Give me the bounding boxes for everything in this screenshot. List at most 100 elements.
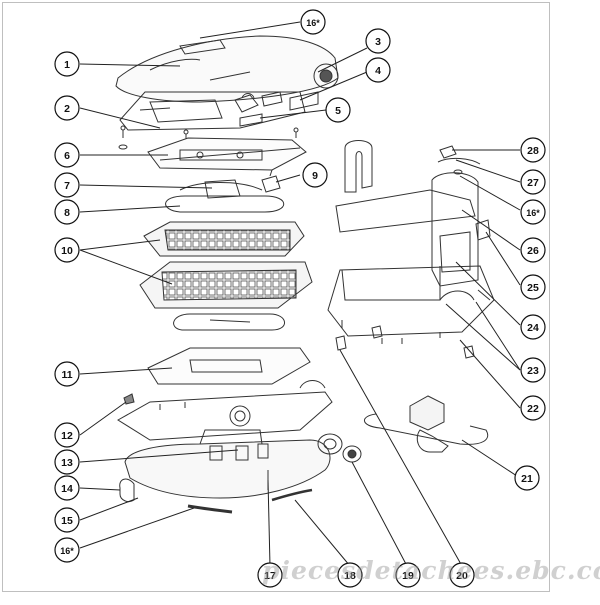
callout-number: 17 bbox=[264, 570, 276, 582]
callout-number: 22 bbox=[527, 403, 539, 415]
callout-circle bbox=[54, 507, 80, 533]
callout-c8: 8 bbox=[54, 199, 80, 225]
callout-c13: 13 bbox=[54, 449, 80, 475]
callout-number: 23 bbox=[527, 365, 539, 377]
lower-plate-part bbox=[147, 347, 311, 385]
callout-number: 26 bbox=[527, 245, 539, 257]
callout-c3: 3 bbox=[365, 28, 391, 54]
callout-number: 6 bbox=[64, 150, 70, 162]
callout-circle bbox=[54, 95, 80, 121]
callout-number: 16* bbox=[526, 208, 540, 218]
callout-c25: 25 bbox=[520, 274, 546, 300]
callout-number: 21 bbox=[521, 473, 533, 485]
callout-circle bbox=[449, 562, 475, 588]
power-cord-part bbox=[364, 395, 489, 453]
callout-circle bbox=[514, 465, 540, 491]
callout-c6: 6 bbox=[54, 142, 80, 168]
seal-strip-part bbox=[187, 504, 233, 514]
watermark-text: piecesdetachees.ebc.com bbox=[262, 556, 600, 585]
callout-circle bbox=[365, 28, 391, 54]
callout-c23: 23 bbox=[520, 357, 546, 383]
callout-number: 8 bbox=[64, 207, 70, 219]
stand-small-parts bbox=[437, 145, 491, 241]
callout-number: 19 bbox=[402, 570, 414, 582]
callout-number: 11 bbox=[61, 369, 72, 381]
callout-number: 7 bbox=[64, 180, 70, 192]
callout-circle bbox=[54, 172, 80, 198]
callout-circle bbox=[520, 274, 546, 300]
lid-hinge-parts bbox=[234, 91, 319, 127]
leader-lines bbox=[79, 21, 521, 567]
callout-number: 1 bbox=[64, 59, 70, 71]
callout-number: 16* bbox=[60, 546, 74, 556]
callout-c2: 2 bbox=[54, 95, 80, 121]
callout-circle bbox=[520, 137, 546, 163]
callout-c26: 26 bbox=[520, 237, 546, 263]
cord-segment-part bbox=[271, 488, 313, 502]
callout-circle bbox=[54, 449, 80, 475]
callout-number: 12 bbox=[61, 430, 73, 442]
callout-circle bbox=[257, 562, 283, 588]
callout-number: 3 bbox=[375, 36, 381, 48]
callout-circle bbox=[520, 395, 546, 421]
callout-circle bbox=[520, 314, 546, 340]
upper-plate-part bbox=[147, 137, 307, 171]
callout-number: 27 bbox=[527, 177, 539, 189]
callout-number: 20 bbox=[456, 570, 468, 582]
callout-c24: 24 bbox=[520, 314, 546, 340]
callout-c28: 28 bbox=[520, 137, 546, 163]
callout-c7: 7 bbox=[54, 172, 80, 198]
callout-circle bbox=[520, 199, 546, 225]
callout-c9: 9 bbox=[302, 162, 328, 188]
callout-number: 5 bbox=[335, 105, 341, 117]
callout-circle bbox=[520, 169, 546, 195]
callout-number: 24 bbox=[527, 322, 539, 334]
callout-c1: 1 bbox=[54, 51, 80, 77]
callout-c21: 21 bbox=[514, 465, 540, 491]
callout-number: 9 bbox=[312, 170, 318, 182]
callout-number: 25 bbox=[527, 282, 539, 294]
callout-c15: 15 bbox=[54, 507, 80, 533]
stand-arm-part bbox=[335, 140, 476, 233]
callout-circle bbox=[54, 537, 80, 563]
callout-c5: 5 bbox=[325, 97, 351, 123]
callout-circle bbox=[302, 162, 328, 188]
heating-element-lower bbox=[173, 313, 285, 331]
top-lid-part bbox=[115, 35, 339, 103]
callout-c22: 22 bbox=[520, 395, 546, 421]
callout-circle bbox=[54, 361, 80, 387]
callout-c27: 27 bbox=[520, 169, 546, 195]
grill-plate-upper bbox=[143, 221, 305, 257]
lid-inner-frame-part bbox=[119, 91, 306, 131]
callout-number: 10 bbox=[61, 245, 73, 257]
callout-circle bbox=[325, 97, 351, 123]
callout-c12: 12 bbox=[54, 422, 80, 448]
callout-number: 14 bbox=[61, 483, 73, 495]
callout-c11: 11 bbox=[54, 361, 80, 387]
cable-gland-part bbox=[317, 433, 362, 463]
callout-number: 4 bbox=[375, 65, 381, 77]
callout-c17: 17 bbox=[257, 562, 283, 588]
callout-circle bbox=[337, 562, 363, 588]
callout-number: 18 bbox=[344, 570, 356, 582]
screws-top bbox=[118, 125, 299, 150]
callout-c4: 4 bbox=[365, 57, 391, 83]
callout-circle bbox=[54, 422, 80, 448]
callout-c19: 19 bbox=[395, 562, 421, 588]
callout-c16b: 16* bbox=[54, 537, 80, 563]
callout-circle bbox=[54, 199, 80, 225]
base-chassis-part bbox=[117, 380, 333, 441]
callout-c20: 20 bbox=[449, 562, 475, 588]
callout-number: 2 bbox=[64, 103, 70, 115]
callout-number: 16* bbox=[306, 18, 320, 28]
callout-circle bbox=[54, 475, 80, 501]
callout-circle bbox=[54, 142, 80, 168]
callout-c16c: 16* bbox=[520, 199, 546, 225]
callout-circle bbox=[395, 562, 421, 588]
callout-c10: 10 bbox=[54, 237, 80, 263]
stand-column-part bbox=[431, 172, 479, 287]
callout-c14: 14 bbox=[54, 475, 80, 501]
callout-c18: 18 bbox=[337, 562, 363, 588]
